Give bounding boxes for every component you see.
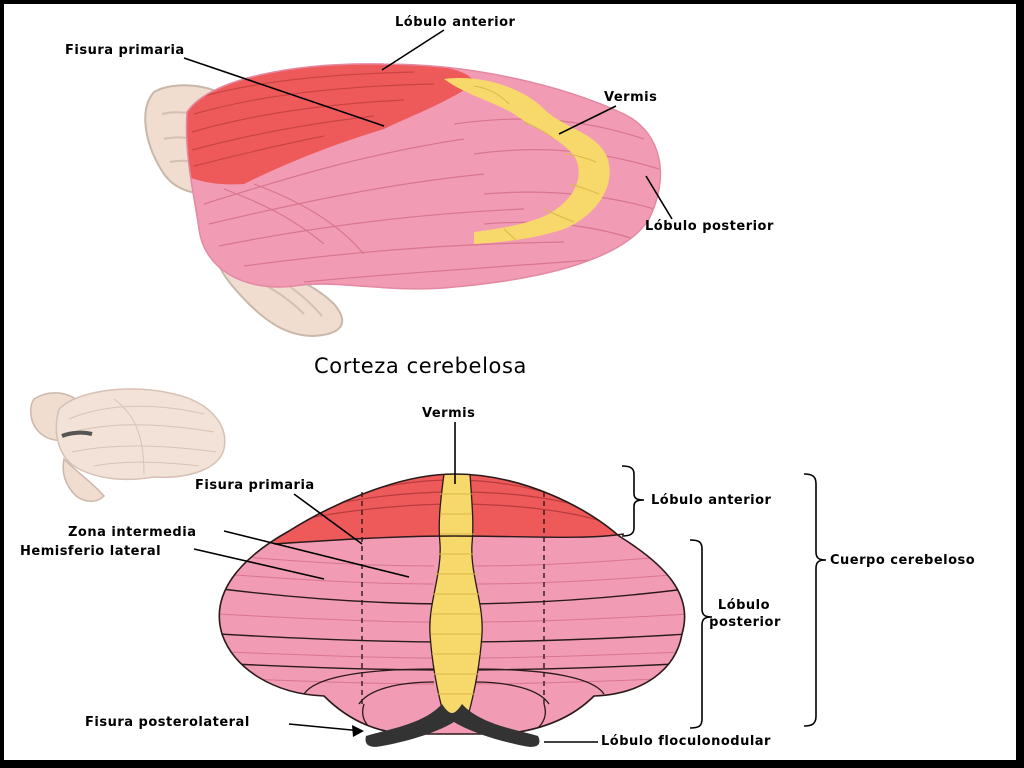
top-label-lobulo-anterior: Lóbulo anterior [395, 15, 516, 30]
bottom-label-lobulo-posterior-line1: Lóbulo [717, 598, 771, 613]
top-label-fisura-primaria: Fisura primaria [65, 43, 185, 58]
bottom-label-vermis: Vermis [422, 406, 476, 421]
top-label-lobulo-posterior: Lóbulo posterior [645, 219, 774, 234]
cerebellum-diagram [29, 29, 827, 747]
bottom-label-lobulo-anterior: Lóbulo anterior [651, 493, 772, 508]
flocculonodular-lobe [365, 704, 540, 747]
bottom-label-fisura-primaria: Fisura primaria [195, 478, 315, 493]
top-vermis [444, 78, 610, 244]
top-label-vermis: Vermis [604, 90, 658, 105]
bottom-label-cuerpo-cerebeloso: Cuerpo cerebeloso [830, 553, 976, 568]
brackets [621, 465, 827, 729]
page-title: Corteza cerebelosa [314, 354, 527, 378]
bottom-label-fisura-posterolateral: Fisura posterolateral [85, 715, 250, 730]
diagram-frame: Corteza cerebelosa Lóbulo anterior Fisur… [4, 4, 1016, 760]
bottom-leader-lines [193, 422, 598, 743]
bottom-label-zona-intermedia: Zona intermedia [68, 525, 197, 540]
bottom-cerebellum-map [218, 473, 686, 747]
thumbnail-cerebellum [29, 388, 226, 502]
top-leader-lines [183, 29, 673, 220]
bottom-label-lobulo-posterior-line2: posterior [709, 615, 781, 630]
bottom-label-lobulo-floculonodular: Lóbulo floculonodular [601, 734, 771, 749]
bottom-label-hemisferio-lateral: Hemisferio lateral [20, 544, 162, 559]
top-cerebellum [185, 63, 662, 290]
